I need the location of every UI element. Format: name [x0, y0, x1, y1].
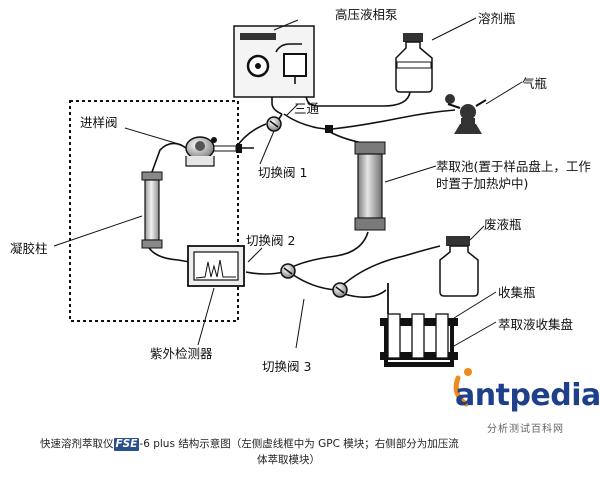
antpedia-logo-mark: [453, 368, 472, 407]
tube-valve2-to-valve3: [291, 273, 337, 291]
solvent-bottle: [395, 33, 433, 93]
caption-prefix: 快速溶剂萃取仪: [40, 438, 114, 450]
gel-column-shape: [141, 171, 163, 249]
label-collection-bottle: 收集瓶: [498, 285, 536, 300]
switch-valve-1-shape: [266, 116, 282, 132]
label-gas-bottle: 气瓶: [522, 76, 548, 91]
caption-suffix: -6 plus 结构示意图（左侧虚线框中为 GPC 模块；右侧部分为加压流: [139, 438, 459, 450]
tube-valve3-to-waste: [343, 245, 441, 285]
label-uv-detector: 紫外检测器: [150, 346, 213, 361]
label-solvent-bottle: 溶剂瓶: [478, 11, 516, 26]
waste-bottle: [439, 236, 479, 297]
label-switch-valve-2: 切换阀 2: [246, 233, 296, 248]
gas-cylinder: [445, 94, 487, 134]
tube-cell-to-valve2: [289, 231, 369, 269]
caption-line-2: 体萃取模块）: [257, 454, 320, 466]
logo-wordmark: antpedia: [455, 378, 600, 413]
collection-tray: [380, 283, 458, 367]
check-valve: [325, 125, 333, 133]
tube-pump-to-tee: [271, 80, 283, 115]
extraction-cell-shape: [354, 141, 386, 231]
gpc-module-frame: [69, 100, 239, 322]
tube-solvent-to-pump: [305, 74, 411, 107]
label-extract-tray: 萃取液收集盘: [498, 317, 574, 332]
tube-detector-to-valve2: [245, 271, 285, 275]
tube-valve3-to-collector: [343, 289, 387, 298]
injection-valve-shape: [185, 136, 254, 167]
label-hplc-pump: 高压液相泵: [335, 7, 398, 22]
leader-lines: [53, 17, 523, 349]
tube-injector-to-column: [151, 142, 187, 173]
caption-brand: FSE: [113, 438, 140, 451]
tube-gas-to-checkvalve: [331, 109, 456, 130]
label-gel-column: 凝胶柱: [10, 241, 48, 256]
uv-detector-shape: [187, 245, 245, 287]
label-injection-valve: 进样阀: [80, 115, 118, 130]
tubing: [147, 74, 456, 298]
label-extraction-cell: 萃取池(置于样品盘上，工作时置于加热炉中): [436, 159, 591, 191]
label-waste-bottle: 废液瓶: [484, 217, 522, 232]
hplc-pump: [233, 25, 315, 98]
label-switch-valve-1: 切换阀 1: [258, 165, 308, 180]
label-tee: 三通: [294, 101, 320, 116]
logo-subtitle: 分析测试百科网: [487, 424, 564, 435]
tube-tee-to-checkvalve: [283, 113, 327, 130]
label-switch-valve-3: 切换阀 3: [262, 359, 312, 374]
switch-valve-3-shape: [332, 282, 348, 298]
switch-valve-2-shape: [280, 263, 296, 279]
